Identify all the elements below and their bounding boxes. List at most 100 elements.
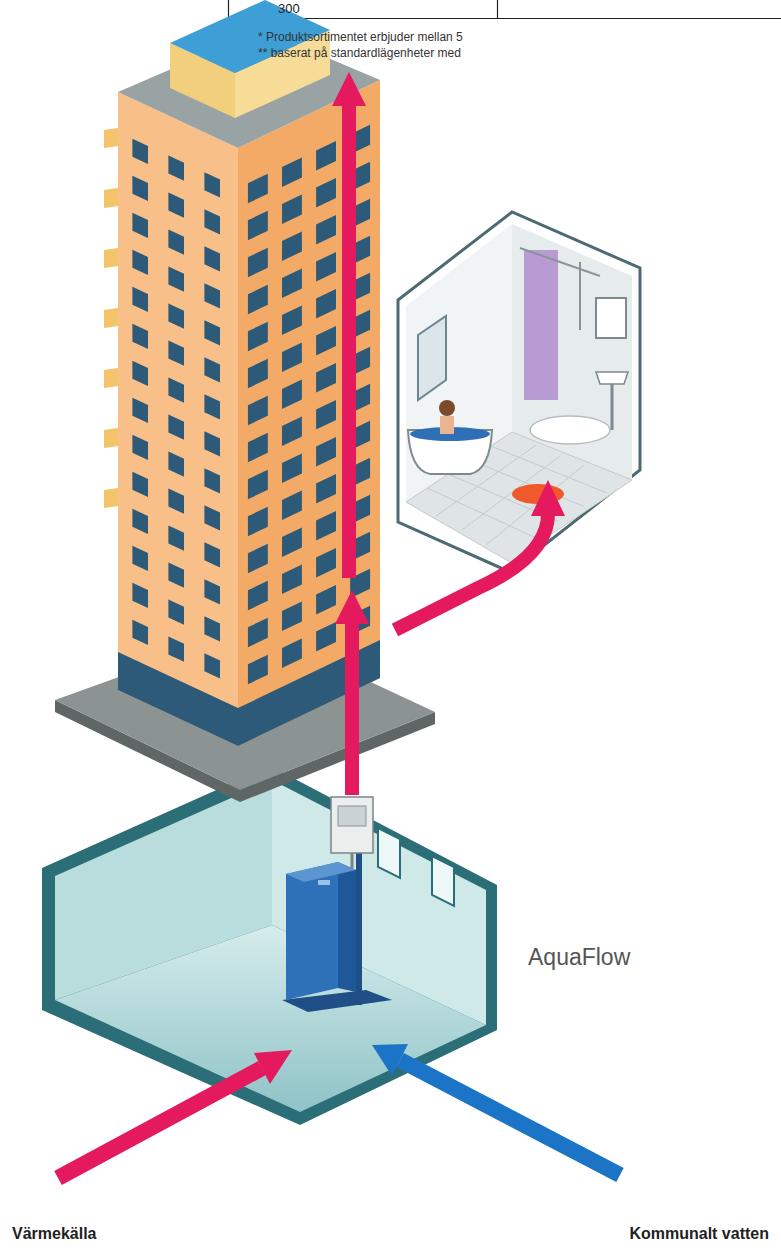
window	[316, 289, 336, 319]
window	[248, 359, 268, 389]
window	[316, 178, 336, 208]
arrow-head	[372, 1044, 408, 1076]
balcony	[104, 308, 118, 328]
window	[168, 637, 184, 662]
building	[104, 0, 380, 746]
balcony	[104, 248, 118, 268]
window	[204, 246, 220, 271]
window	[316, 363, 336, 393]
table-rule	[497, 0, 498, 18]
window	[316, 474, 336, 504]
shower-tray	[530, 416, 610, 444]
window	[204, 653, 220, 678]
window	[204, 172, 220, 197]
mirror	[596, 298, 626, 338]
window	[204, 320, 220, 345]
unit-cabinet-top	[286, 862, 356, 882]
bathroom-inset	[398, 212, 640, 572]
window	[204, 505, 220, 530]
window	[316, 511, 336, 541]
window	[168, 415, 184, 440]
window	[316, 252, 336, 282]
window	[204, 579, 220, 604]
window	[204, 209, 220, 234]
window	[204, 357, 220, 382]
window	[204, 468, 220, 493]
window	[118, 652, 238, 746]
window	[248, 655, 268, 685]
window	[316, 326, 336, 356]
window	[204, 542, 220, 567]
window	[282, 305, 302, 335]
window	[204, 616, 220, 641]
basement-floor	[55, 925, 486, 1112]
aquaflow-unit	[282, 797, 392, 1012]
hot-water-arrow	[395, 514, 548, 630]
window	[282, 157, 302, 187]
window	[316, 622, 336, 652]
control-screen	[338, 806, 366, 826]
shower-pipe	[579, 262, 581, 330]
window	[248, 322, 268, 352]
table-fragment	[228, 0, 781, 19]
arrow-head	[332, 72, 366, 106]
shower-rail	[520, 248, 600, 276]
window	[132, 250, 148, 275]
window	[316, 215, 336, 245]
balconies	[104, 128, 118, 508]
balcony	[104, 428, 118, 448]
window	[316, 437, 336, 467]
window	[316, 548, 336, 578]
window	[282, 342, 302, 372]
window	[248, 470, 268, 500]
sink	[596, 372, 628, 384]
arrow-head	[335, 590, 369, 624]
footnote: ** baserat på standardlägenheter med	[258, 46, 461, 60]
table-rule	[228, 18, 781, 19]
basement-window	[432, 856, 454, 906]
window	[132, 361, 148, 386]
window	[282, 601, 302, 631]
window	[282, 194, 302, 224]
window	[132, 213, 148, 238]
window	[168, 489, 184, 514]
source-label: Kommunalt vatten	[629, 1224, 769, 1243]
pipe	[351, 853, 354, 868]
window	[282, 416, 302, 446]
window	[282, 638, 302, 668]
bath-window	[418, 316, 446, 400]
shower-curtain	[524, 250, 558, 400]
window	[248, 507, 268, 537]
window	[282, 379, 302, 409]
window	[168, 156, 184, 181]
window	[132, 324, 148, 349]
balcony	[104, 128, 118, 148]
window	[282, 231, 302, 261]
table-cell: 300	[278, 1, 300, 17]
unit-label: AquaFlow	[528, 944, 630, 972]
unit-badge	[318, 880, 330, 885]
bather-hair	[439, 400, 455, 416]
window	[316, 141, 336, 171]
cold-water-arrow	[400, 1060, 620, 1175]
window	[168, 526, 184, 551]
window	[204, 283, 220, 308]
window	[168, 600, 184, 625]
inset-frame	[398, 212, 640, 572]
unit-cabinet	[286, 862, 338, 1000]
window	[132, 176, 148, 201]
window	[282, 527, 302, 557]
balcony	[104, 488, 118, 508]
window	[132, 620, 148, 645]
window	[132, 546, 148, 571]
flow-arrows	[58, 72, 620, 1178]
sink-leg	[611, 384, 614, 430]
bather	[440, 416, 454, 434]
window	[248, 174, 268, 204]
footnote: * Produktsortimentet erbjuder mellan 5	[258, 30, 463, 44]
unit-cabinet-side	[338, 862, 356, 992]
hot-water-arrow	[345, 622, 359, 795]
